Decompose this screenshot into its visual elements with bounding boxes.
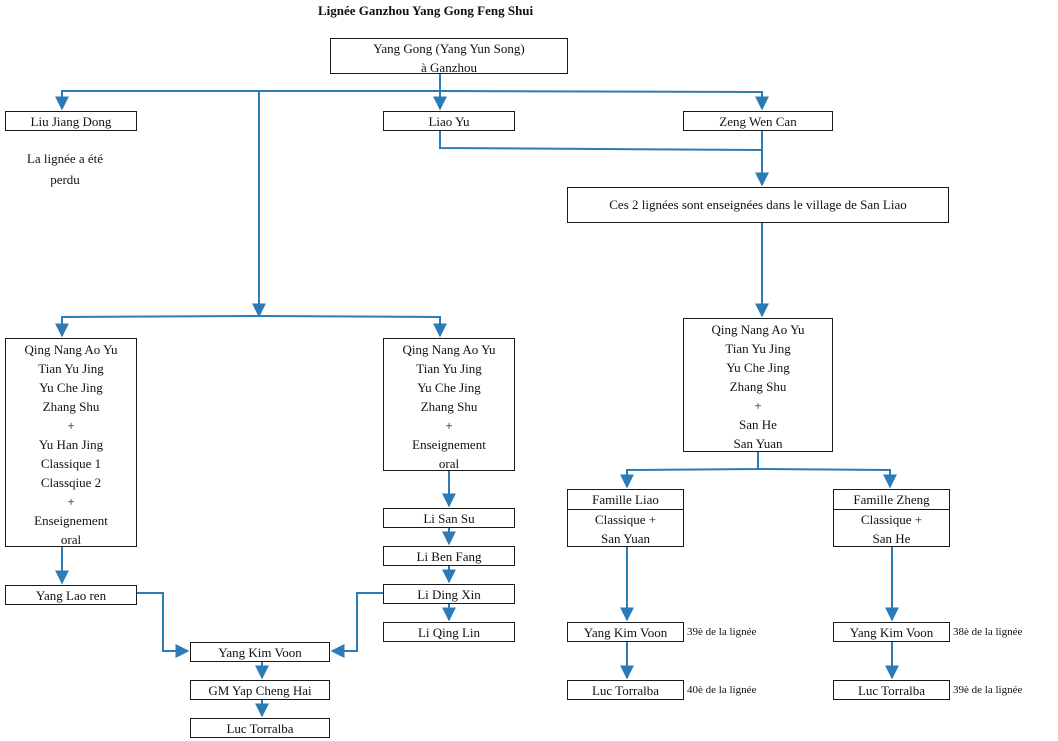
node-liao-yu: Liao Yu bbox=[383, 111, 515, 131]
node-line: Zhang Shu bbox=[420, 399, 478, 414]
family-name: Famille Liao bbox=[592, 492, 659, 507]
diagram-title: Lignée Ganzhou Yang Gong Feng Shui bbox=[318, 3, 534, 18]
node-line: Yu Che Jing bbox=[39, 380, 103, 395]
node-yang-kim-voon-zheng: Yang Kim Voon bbox=[833, 622, 950, 642]
node-li-ben-fang: Li Ben Fang bbox=[383, 546, 515, 566]
node-luc-torralba-zheng: Luc Torralba bbox=[833, 680, 950, 700]
node-luc-torralba-liao: Luc Torralba bbox=[567, 680, 684, 700]
node-famille-liao: Famille Liao Classique + San Yuan bbox=[567, 489, 684, 547]
node-line: Enseignement bbox=[412, 437, 486, 452]
node-line: à Ganzhou bbox=[421, 60, 477, 75]
node-line: + bbox=[445, 418, 453, 433]
node-liu-jiang-dong: Liu Jiang Dong bbox=[5, 111, 137, 131]
node-line: Zeng Wen Can bbox=[719, 114, 797, 129]
node-line: Zhang Shu bbox=[42, 399, 100, 414]
node-line: Yang Kim Voon bbox=[583, 625, 668, 640]
node-line: Qing Nang Ao Yu bbox=[24, 342, 118, 357]
edge-yanglaoren-ykv bbox=[137, 592, 190, 658]
node-line: San He bbox=[872, 531, 911, 546]
node-line: Yang Gong (Yang Yun Song) bbox=[373, 41, 525, 56]
node-line: Yang Kim Voon bbox=[218, 645, 302, 660]
node-line: + bbox=[67, 418, 75, 433]
node-line: Tian Yu Jing bbox=[38, 361, 104, 376]
edge-texts-liao bbox=[620, 452, 759, 489]
generation-label: 40è de la lignée bbox=[687, 684, 757, 696]
edge-liding-ykv bbox=[330, 592, 383, 658]
node-line: Classique 1 bbox=[40, 456, 102, 471]
node-texts-right: Qing Nang Ao Yu Tian Yu Jing Yu Che Jing… bbox=[683, 318, 833, 452]
family-name: Famille Zheng bbox=[853, 492, 930, 507]
node-line: Yang Lao ren bbox=[35, 588, 107, 603]
node-line: San Yuan bbox=[733, 436, 783, 451]
node-line: Yang Kim Voon bbox=[849, 625, 934, 640]
node-line: Enseignement bbox=[34, 513, 108, 528]
edge-texts-zheng bbox=[757, 468, 897, 489]
node-line: Li Ding Xin bbox=[417, 587, 481, 602]
node-line: Liu Jiang Dong bbox=[30, 114, 112, 129]
node-line: Li Ben Fang bbox=[416, 549, 482, 564]
family-divider bbox=[568, 509, 683, 510]
node-gm-yap-cheng-hai: GM Yap Cheng Hai bbox=[190, 680, 330, 700]
node-line: Classqiue 2 bbox=[40, 475, 102, 490]
node-line: Tian Yu Jing bbox=[416, 361, 482, 376]
node-yang-lao-ren: Yang Lao ren bbox=[5, 585, 137, 605]
node-li-san-su: Li San Su bbox=[383, 508, 515, 528]
node-famille-zheng: Famille Zheng Classique + San He bbox=[833, 489, 950, 547]
node-line: oral bbox=[438, 456, 460, 471]
node-texts-left: Qing Nang Ao Yu Tian Yu Jing Yu Che Jing… bbox=[5, 338, 137, 547]
node-line: Ces 2 lignées sont enseignées dans le vi… bbox=[609, 197, 907, 212]
edge-root-zeng bbox=[439, 90, 769, 111]
node-line: Qing Nang Ao Yu bbox=[711, 322, 805, 337]
node-line: San He bbox=[739, 417, 777, 432]
node-li-qing-lin: Li Qing Lin bbox=[383, 622, 515, 642]
node-line: Classique + bbox=[594, 512, 657, 527]
node-line: Classique + bbox=[860, 512, 923, 527]
node-line: GM Yap Cheng Hai bbox=[208, 683, 312, 698]
node-line: Luc Torralba bbox=[591, 683, 660, 698]
node-line: Luc Torralba bbox=[226, 721, 294, 736]
family-divider bbox=[834, 509, 949, 510]
edge-liao-merge bbox=[439, 131, 763, 151]
node-line: Yu Che Jing bbox=[726, 360, 790, 375]
node-line: Tian Yu Jing bbox=[725, 341, 791, 356]
generation-label: 39è de la lignée bbox=[953, 684, 1023, 696]
edge-split-mid bbox=[258, 315, 447, 338]
node-texts-mid: Qing Nang Ao Yu Tian Yu Jing Yu Che Jing… bbox=[383, 338, 515, 471]
node-yang-gong: Yang Gong (Yang Yun Song) à Ganzhou bbox=[330, 38, 568, 75]
node-yang-kim-voon-liao: Yang Kim Voon bbox=[567, 622, 684, 642]
node-line: + bbox=[67, 494, 75, 509]
node-line: Li San Su bbox=[423, 511, 475, 526]
node-line: Li Qing Lin bbox=[417, 625, 481, 640]
edge-root-liu bbox=[55, 74, 441, 111]
note-line: La lignée a été bbox=[26, 151, 104, 166]
node-line: Qing Nang Ao Yu bbox=[402, 342, 496, 357]
node-line: Luc Torralba bbox=[857, 683, 926, 698]
note-line: perdu bbox=[50, 172, 80, 187]
node-line: Liao Yu bbox=[428, 114, 470, 129]
node-line: Yu Che Jing bbox=[417, 380, 481, 395]
node-yang-kim-voon-left: Yang Kim Voon bbox=[190, 642, 330, 662]
node-line: Zhang Shu bbox=[729, 379, 787, 394]
edge-split-left bbox=[55, 315, 260, 338]
node-line: oral bbox=[60, 532, 82, 547]
generation-label: 38è de la lignée bbox=[953, 626, 1023, 638]
node-san-liao: Ces 2 lignées sont enseignées dans le vi… bbox=[567, 187, 949, 223]
node-li-ding-xin: Li Ding Xin bbox=[383, 584, 515, 604]
node-line: Yu Han Jing bbox=[38, 437, 104, 452]
node-line: San Yuan bbox=[601, 531, 650, 546]
lost-lineage-note: La lignée a été perdu bbox=[25, 148, 105, 190]
node-zeng-wen-can: Zeng Wen Can bbox=[683, 111, 833, 131]
generation-label: 39è de la lignée bbox=[687, 626, 757, 638]
node-line: + bbox=[754, 398, 762, 413]
node-luc-torralba-left: Luc Torralba bbox=[190, 718, 330, 738]
